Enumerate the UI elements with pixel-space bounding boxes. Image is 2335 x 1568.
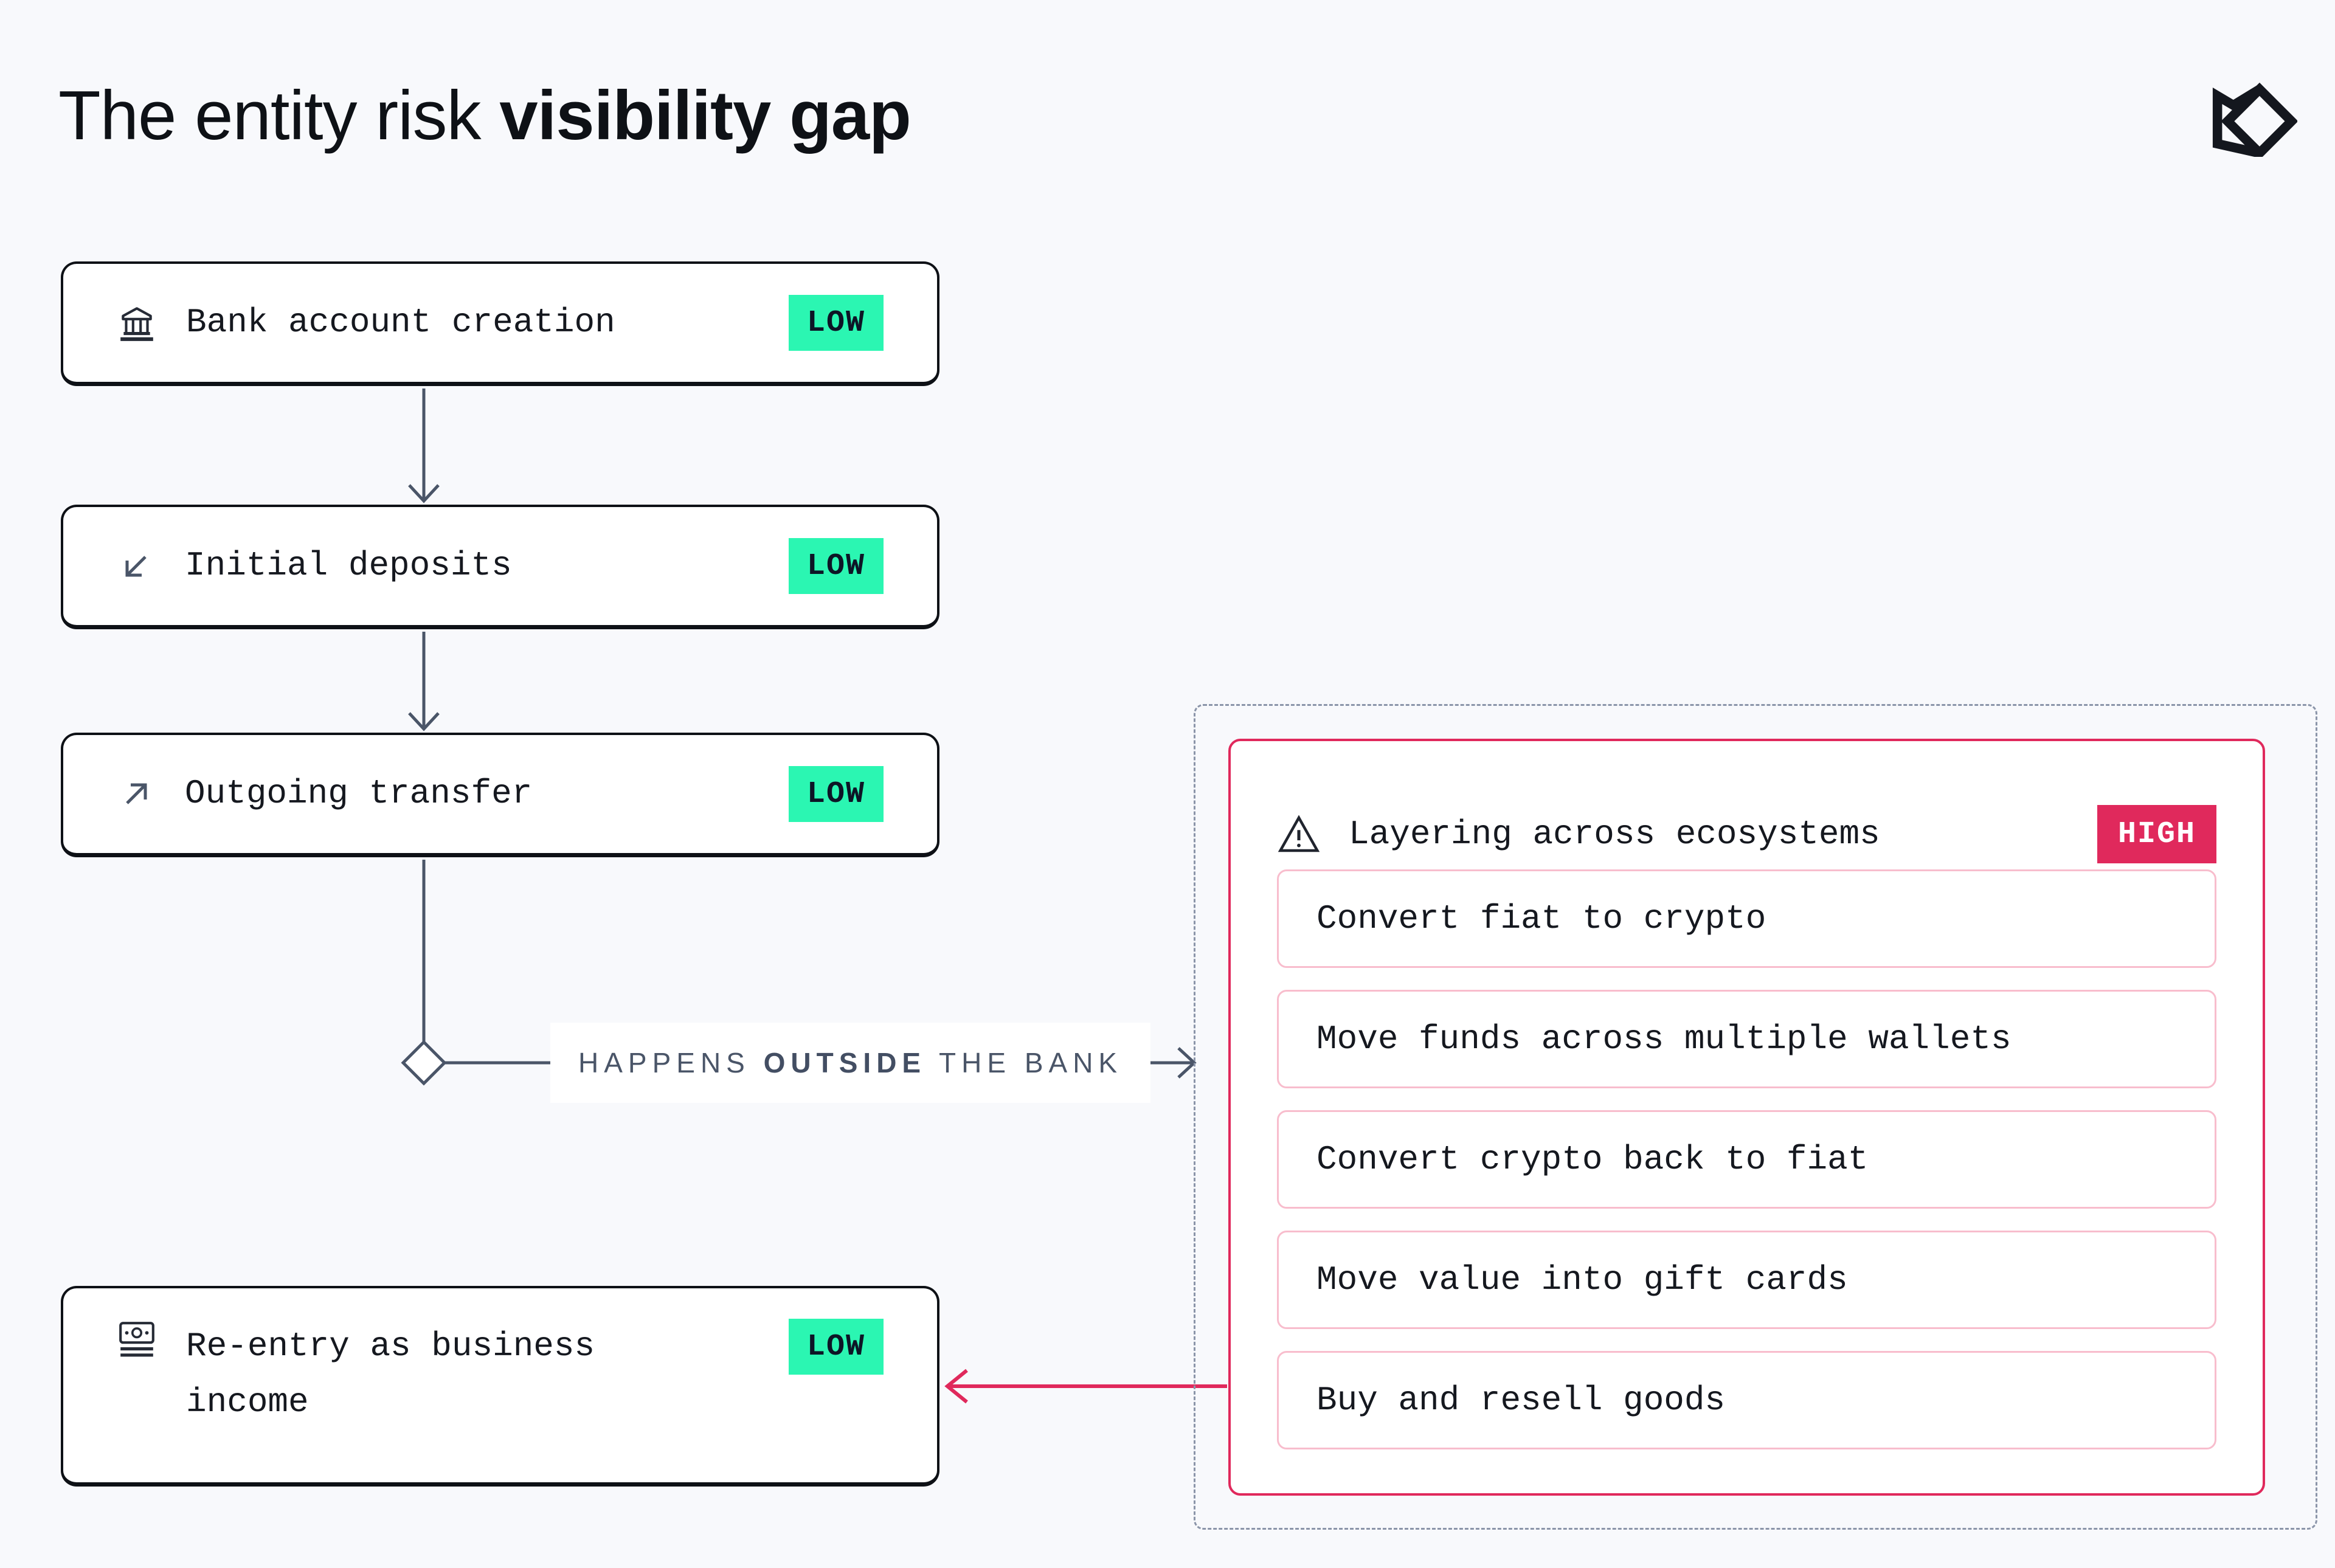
- banknote-icon: [117, 1319, 157, 1359]
- arrowhead-left-pink: [944, 1369, 968, 1404]
- flow-box-initial-deposits: Initial deposits LOW: [61, 505, 939, 629]
- arrowhead-right: [1177, 1047, 1197, 1079]
- layering-item: Move funds across multiple wallets: [1277, 990, 2216, 1088]
- layering-item-label: Convert fiat to crypto: [1316, 899, 1766, 938]
- label-prefix: HAPPENS: [578, 1047, 764, 1079]
- layering-item: Buy and resell goods: [1277, 1351, 2216, 1449]
- sardine-fish-logo-icon: [2212, 83, 2297, 157]
- flow-box-outgoing-transfer: Outgoing transfer LOW: [61, 733, 939, 857]
- flow-box-label: Outgoing transfer: [185, 774, 533, 813]
- risk-badge-low: LOW: [788, 1319, 884, 1375]
- layering-item: Convert fiat to crypto: [1277, 869, 2216, 968]
- bank-icon: [117, 303, 157, 343]
- label-suffix: THE BANK: [926, 1047, 1123, 1079]
- arrowhead-down-1: [408, 484, 440, 503]
- layering-item-label: Convert crypto back to fiat: [1316, 1140, 1869, 1179]
- warning-triangle-icon: [1277, 812, 1321, 856]
- outside-bank-dashed-group: [1194, 704, 2317, 1530]
- happens-outside-the-bank-label: HAPPENS OUTSIDE THE BANK: [550, 1023, 1151, 1103]
- flow-box-label: Bank account creation: [186, 303, 615, 342]
- page-title-regular: The entity risk: [58, 77, 500, 154]
- risk-badge-low: LOW: [788, 295, 884, 351]
- layering-item: Convert crypto back to fiat: [1277, 1110, 2216, 1209]
- layering-item-label: Move value into gift cards: [1316, 1260, 1848, 1299]
- label-emphasis: OUTSIDE: [763, 1047, 927, 1079]
- layering-panel-header: Layering across ecosystems HIGH: [1277, 805, 2216, 863]
- page-title: The entity risk visibility gap: [58, 77, 912, 154]
- layering-panel-title: Layering across ecosystems: [1349, 815, 1880, 854]
- layering-item-label: Move funds across multiple wallets: [1316, 1020, 2012, 1059]
- risk-badge-high: HIGH: [2097, 805, 2216, 863]
- risk-badge-low: LOW: [788, 766, 884, 822]
- flow-box-bank-account-creation: Bank account creation LOW: [61, 261, 939, 386]
- arrow-up-right-icon: [117, 775, 156, 813]
- page-title-bold: visibility gap: [499, 77, 912, 154]
- flow-box-re-entry-business-income: Re-entry as business income LOW: [61, 1286, 939, 1487]
- layering-item-label: Buy and resell goods: [1316, 1381, 1726, 1420]
- diamond-junction: [401, 1040, 447, 1086]
- layering-item: Move value into gift cards: [1277, 1231, 2216, 1329]
- flow-box-label: Re-entry as business income: [186, 1327, 595, 1421]
- arrow-down-left-icon: [117, 547, 156, 585]
- flow-box-label: Initial deposits: [185, 546, 512, 585]
- risk-badge-low: LOW: [788, 538, 884, 594]
- arrowhead-down-2: [408, 712, 440, 731]
